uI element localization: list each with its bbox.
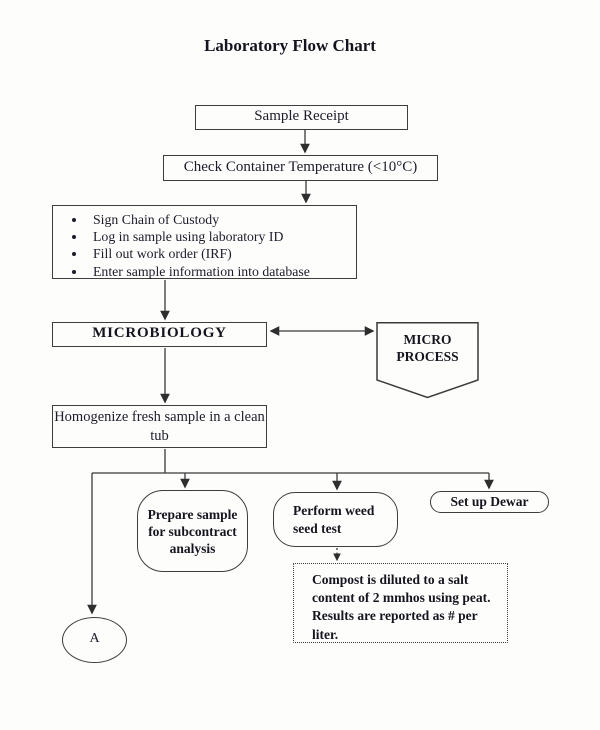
intake-step-item: Log in sample using laboratory ID <box>87 228 356 245</box>
page-title: Laboratory Flow Chart <box>204 36 376 55</box>
node-set-up-dewar: Set up Dewar <box>430 491 549 513</box>
node-check-container-temperature: Check Container Temperature (<10°C) <box>163 155 438 181</box>
intake-step-item: Sign Chain of Custody <box>87 211 356 228</box>
node-weed-seed-test: Perform weed seed test <box>273 492 398 547</box>
node-prepare-subcontract: Prepare sample for subcontract analysis <box>137 490 248 572</box>
node-homogenize: Homogenize fresh sample in a clean tub <box>52 405 267 448</box>
node-compost-note: Compost is diluted to a salt content of … <box>293 563 508 643</box>
prepare-subcontract-label: Prepare sample for subcontract analysis <box>147 506 238 556</box>
intake-step-item: Enter sample information into database <box>87 263 356 280</box>
node-microbiology: MICROBIOLOGY <box>52 322 267 347</box>
node-connector-a: A <box>62 617 127 663</box>
micro-process-pentagon <box>376 322 479 399</box>
intake-step-item: Fill out work order (IRF) <box>87 245 356 262</box>
node-sample-receipt: Sample Receipt <box>195 105 408 130</box>
node-micro-process-label: MICRO PROCESS <box>396 332 459 364</box>
node-intake-steps: Sign Chain of Custody Log in sample usin… <box>52 205 357 279</box>
intake-steps-list: Sign Chain of Custody Log in sample usin… <box>53 211 356 280</box>
weed-seed-test-label: Perform weed seed test <box>293 503 375 536</box>
